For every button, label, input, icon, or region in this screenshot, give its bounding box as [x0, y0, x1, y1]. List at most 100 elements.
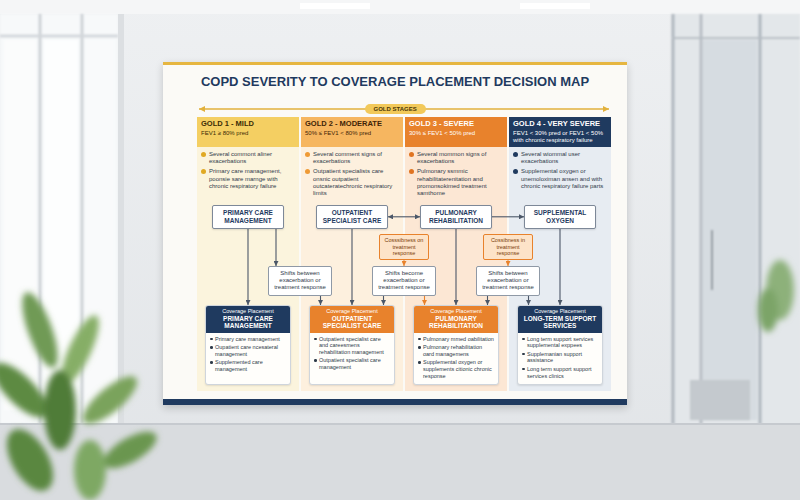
- item-list: Outpatient specialist care and careesmen…: [310, 333, 394, 376]
- ceiling-light: [520, 3, 590, 9]
- item-list: Pulmonary mmed oabilitationPulmonary reh…: [414, 333, 498, 385]
- item-list: Several comment signs of exacerbationsOu…: [301, 147, 403, 197]
- floor: [0, 424, 800, 500]
- placement-item: Supplemented care management: [210, 359, 286, 372]
- flow-arrow: [487, 296, 488, 305]
- placement-item: Outpatient specialist care and careesmen…: [314, 336, 390, 356]
- placement-kicker: Coverage Placement: [417, 308, 495, 315]
- plant-leaf: [15, 288, 65, 371]
- skirting: [0, 423, 800, 425]
- stage-heading: GOLD 2 - MODERATE: [305, 120, 399, 129]
- placement-item: Supplemanian support assistance: [522, 351, 598, 364]
- stage-axis: [199, 108, 609, 110]
- item-list: Several commont aliner exacerbationsPrim…: [197, 147, 299, 190]
- response-note: Cossibness in treatment response: [487, 237, 529, 257]
- window-pane: [86, 40, 114, 410]
- plant-leaf: [74, 440, 106, 500]
- placement-item: Long term support services supplemental …: [522, 336, 598, 349]
- box-label: PRIMARY CARE MANAGEMENT: [217, 209, 279, 225]
- flow-arrow: [320, 296, 321, 305]
- symptom-note: Outpatient specialists care onsnic outpa…: [305, 168, 399, 197]
- plant-leaf: [0, 422, 63, 499]
- flow-arrow: [403, 260, 404, 266]
- flow-arrow: [559, 229, 560, 305]
- partition-pane: [703, 40, 757, 420]
- placement-header-band: Coverage PlacementOUTPATIENT SPECIALIST …: [310, 306, 394, 333]
- poster-board: COPD SEVERITY TO COVERAGE PLACEMENT DECI…: [163, 62, 627, 405]
- symptom-note: Primary care management, poonsie sare ma…: [201, 168, 295, 190]
- care-box: OUTPATIENT SPECIALIST CARE: [316, 205, 388, 229]
- foreground-plant: [0, 288, 162, 500]
- poster-bottom-stripe: [163, 399, 627, 405]
- care-box: PULMONARY REHABILITATION: [420, 205, 492, 229]
- shift-note: Shifts between exacerbation or treatment…: [481, 270, 535, 292]
- stage-heading: GOLD 1 - MILD: [201, 120, 295, 129]
- shift-note: Shifts become exacerbation or treatment …: [377, 270, 431, 292]
- placement-heading: PRIMARY CARE MANAGEMENT: [209, 315, 287, 330]
- chair: [690, 380, 750, 420]
- fev-range: 50% ≤ FEV1 < 80% pred: [305, 130, 399, 137]
- window-glass: [0, 14, 118, 424]
- coverage-box: Coverage PlacementPULMONARY REHABILITATI…: [413, 305, 499, 385]
- partition-frame: [672, 14, 675, 424]
- shift-note: Shifts between exacerbation or treatment…: [273, 270, 327, 292]
- placement-header-band: Coverage PlacementLONG-TERM SUPPORT SERV…: [518, 306, 602, 333]
- fev-range: FEV1 ≥ 80% pred: [201, 130, 295, 137]
- stage-header-band: GOLD 3 - SEVERE30% ≤ FEV1 < 50% pred: [405, 117, 507, 147]
- flow-arrow: [247, 229, 248, 305]
- plant-leaf: [76, 369, 144, 431]
- placement-item: Long term support support services clini…: [522, 366, 598, 379]
- flow-arrow: [383, 296, 384, 305]
- care-box: PRIMARY CARE MANAGEMENT: [212, 205, 284, 229]
- box-label: PULMONARY REHABILITATION: [425, 209, 487, 225]
- coverage-box: Coverage PlacementPRIMARY CARE MANAGEMEN…: [205, 305, 291, 385]
- partition-frame: [672, 37, 800, 39]
- glass-partition: [672, 14, 800, 424]
- placement-item: Supplemental oxygen or supplements citio…: [418, 359, 494, 379]
- item-list: Several wiommal user exacerbationsSupple…: [509, 147, 611, 190]
- placement-item: Oupatient care ncesateral management: [210, 344, 286, 357]
- stage-heading: GOLD 4 - VERY SEVERE: [513, 120, 607, 129]
- window-mullion: [39, 14, 42, 424]
- flow-arrow: [528, 296, 529, 305]
- box-label: SUPPLEMENTAL OXYGEN: [529, 209, 591, 225]
- placement-heading: OUTPATIENT SPECIALIST CARE: [313, 315, 391, 330]
- door-handle: [711, 230, 713, 290]
- partition-glass: [672, 14, 800, 424]
- flow-arrow: [351, 229, 352, 305]
- flow-arrow: [424, 296, 425, 305]
- flow-arrow: [275, 229, 276, 266]
- partition-frame: [759, 14, 762, 424]
- placement-header-band: Coverage PlacementPULMONARY REHABILITATI…: [414, 306, 498, 333]
- response-tag: Cossibness in treatment response: [483, 234, 533, 260]
- placement-item: Pulmonary mmed oabilitation: [418, 336, 494, 343]
- box-label: OUTPATIENT SPECIALIST CARE: [321, 209, 383, 225]
- flow-arrow: [492, 216, 524, 217]
- placement-item: Pulmonary rehabilitation oard managemens: [418, 344, 494, 357]
- stage-heading: GOLD 3 - SEVERE: [409, 120, 503, 129]
- stage-label: GOLD STAGES: [374, 106, 417, 112]
- stage-header-band: GOLD 4 - VERY SEVEREFEV1 < 30% pred or F…: [509, 117, 611, 147]
- ceiling-light: [300, 3, 370, 9]
- poster-title: COPD SEVERITY TO COVERAGE PLACEMENT DECI…: [163, 74, 627, 89]
- symptom-note: Supplemental oxygen or unemoloximan anse…: [513, 168, 607, 190]
- flow-arrow: [507, 260, 508, 266]
- wall-corner: [118, 14, 124, 424]
- item-list: Long term support services supplemental …: [518, 333, 602, 385]
- fev-range: FEV1 < 30% pred or FEV1 < 50% with chron…: [513, 130, 607, 144]
- stage-pill: GOLD STAGES: [365, 104, 426, 114]
- placement-kicker: Coverage Placement: [313, 308, 391, 315]
- coverage-box: Coverage PlacementOUTPATIENT SPECIALIST …: [309, 305, 395, 385]
- symptom-note: Pulmonary ssmmic rehabilitaterenitation …: [409, 168, 503, 197]
- placement-kicker: Coverage Placement: [521, 308, 599, 315]
- placement-kicker: Coverage Placement: [209, 308, 287, 315]
- symptom-note: Several commont aliner exacerbations: [201, 151, 295, 165]
- symptom-note: Several comment signs of exacerbations: [305, 151, 399, 165]
- item-list: Primary care managementOupatient care nc…: [206, 333, 290, 378]
- background-plant: [758, 260, 794, 332]
- partition-frame: [700, 14, 703, 424]
- plant-leaf: [44, 370, 76, 450]
- item-list: Several mommon signs of exacerbationsPul…: [405, 147, 507, 197]
- placement-item: Outpatient specialist care management: [314, 357, 390, 370]
